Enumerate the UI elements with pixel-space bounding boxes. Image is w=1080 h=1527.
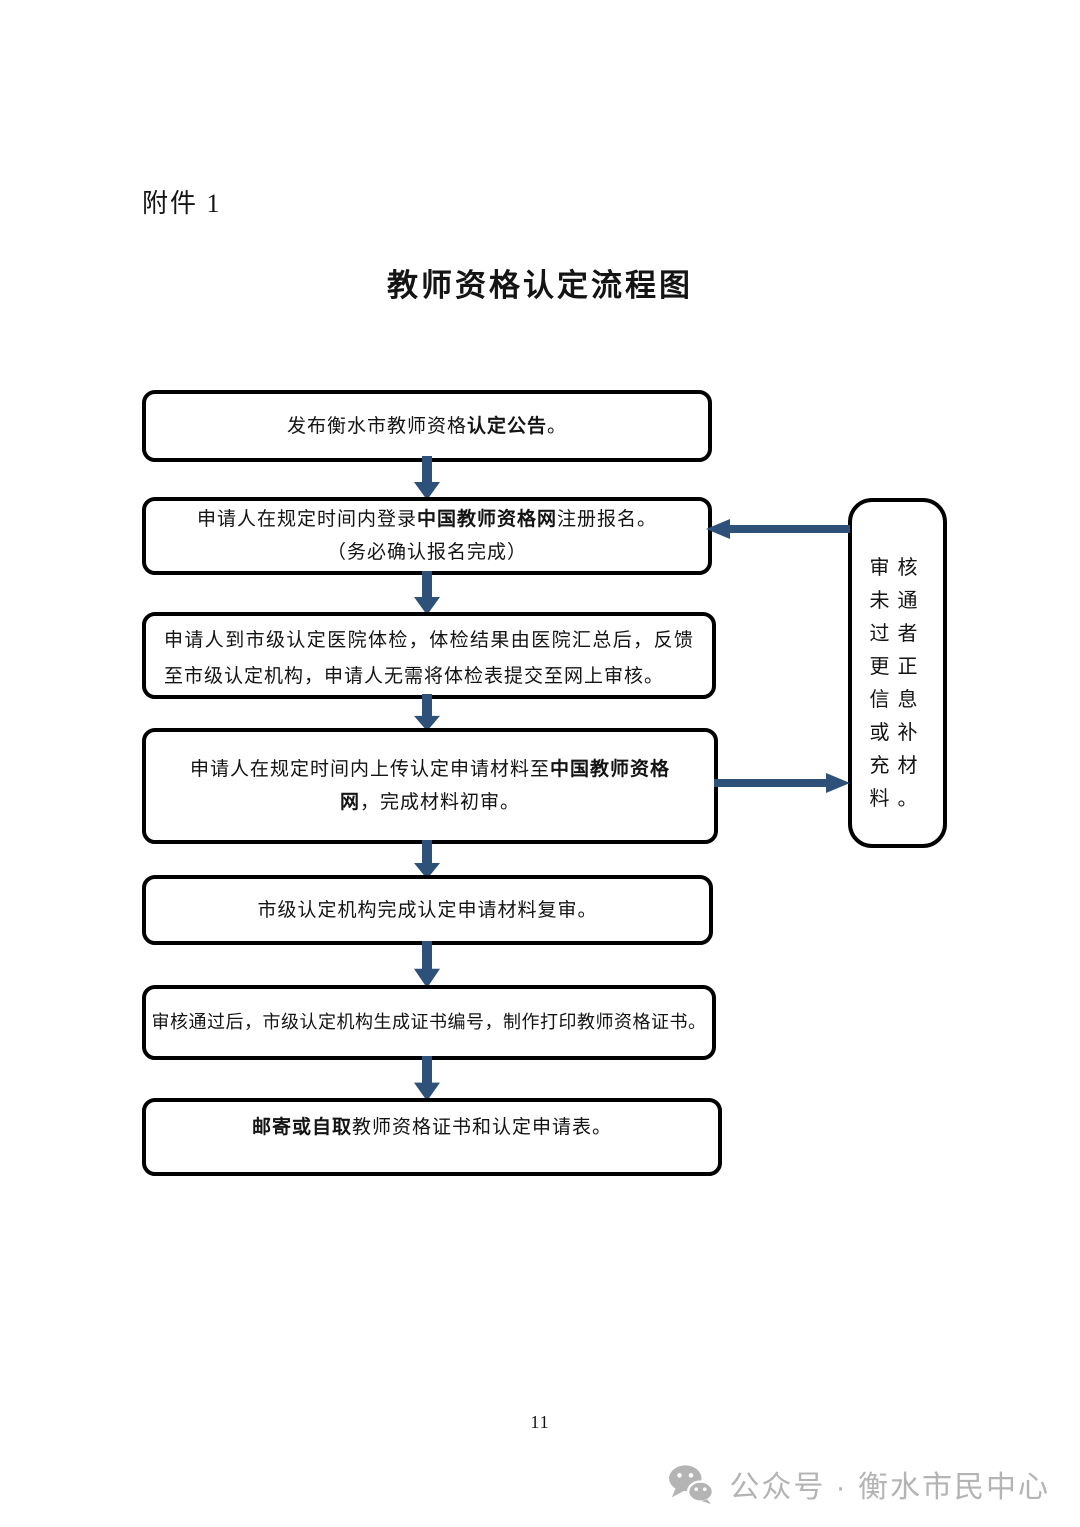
text-segment: 申请人在规定时间内登录 <box>196 509 417 530</box>
step-text-line: 邮寄或自取教师资格证书和认定申请表。 <box>146 1111 718 1144</box>
step-upload-materials: 申请人在规定时间内上传认定申请材料至中国教师资格网，完成材料初审。 <box>142 728 718 844</box>
text-segment: 申请人在规定时间内上传认定申请材料至 <box>189 759 550 780</box>
step-text-line: 市级认定机构完成认定申请材料复审。 <box>146 894 709 927</box>
down-arrow-icon <box>414 694 440 731</box>
watermark-text: 公众号 · 衡水市民中心 <box>729 1471 1050 1504</box>
wechat-icon <box>669 1465 715 1504</box>
text-segment: 审核通过后，市级认定机构生成证书编号，制作打印教师资格证书。 <box>151 1012 707 1032</box>
down-arrow-icon <box>414 1056 440 1101</box>
down-arrow-icon <box>414 571 440 615</box>
step-register-online: 申请人在规定时间内登录中国教师资格网注册报名。 （务必确认报名完成） <box>142 497 712 575</box>
right-arrow-icon <box>714 773 850 793</box>
page-title: 教师资格认定流程图 <box>387 268 693 303</box>
down-arrow-icon <box>414 941 440 988</box>
step-municipal-review: 市级认定机构完成认定申请材料复审。 <box>142 875 713 945</box>
step-text-line: 申请人在规定时间内登录中国教师资格网注册报名。 <box>146 503 708 536</box>
step-mail-or-pickup: 邮寄或自取教师资格证书和认定申请表。 <box>142 1098 722 1176</box>
step-text-line: 发布衡水市教师资格认定公告。 <box>146 410 708 443</box>
text-segment: 注册报名。 <box>557 509 658 530</box>
text-segment-bold: 中国教师资格网 <box>339 759 671 813</box>
text-segment: 。 <box>547 415 568 437</box>
text-segment: 申请人到市级认定医院体检，体检结果由医院汇总后，反馈至市级认定机构，申请人无需将… <box>164 630 694 687</box>
step-generate-certificate: 审核通过后，市级认定机构生成证书编号，制作打印教师资格证书。 <box>142 985 716 1060</box>
down-arrow-icon <box>414 456 440 500</box>
attachment-label: 附件 1 <box>142 189 222 218</box>
step-medical-exam: 申请人到市级认定医院体检，体检结果由医院汇总后，反馈至市级认定机构，申请人无需将… <box>142 612 716 699</box>
text-segment: 发布衡水市教师资格 <box>286 415 467 437</box>
text-segment-bold: 邮寄或自取 <box>251 1117 352 1138</box>
left-arrow-icon <box>706 519 850 539</box>
text-segment-bold: 中国教师资格网 <box>416 509 557 530</box>
text-segment: ，完成材料初审。 <box>360 792 521 813</box>
correction-note-box: 审核未通过者更正信息或补充材料。 <box>848 498 947 848</box>
down-arrow-icon <box>414 840 440 879</box>
text-segment: 教师资格证书和认定申请表。 <box>352 1117 613 1138</box>
text-segment: 市级认定机构完成认定申请材料复审。 <box>257 899 598 921</box>
step-text-line: 申请人在规定时间内上传认定申请材料至中国教师资格网，完成材料初审。 <box>170 753 690 819</box>
page-number: 11 <box>530 1412 550 1432</box>
correction-note-text: 审核未通过者更正信息或补充材料。 <box>869 557 926 810</box>
text-segment: （务必确认报名完成） <box>326 542 527 563</box>
text-segment-bold: 认定公告 <box>466 415 547 437</box>
watermark: 公众号 · 衡水市民中心 <box>667 1462 1050 1506</box>
step-text-line: （务必确认报名完成） <box>146 536 708 569</box>
step-publish-announcement: 发布衡水市教师资格认定公告。 <box>142 390 712 462</box>
step-text-line: 审核通过后，市级认定机构生成证书编号，制作打印教师资格证书。 <box>146 1006 712 1039</box>
step-text-line: 申请人到市级认定医院体检，体检结果由医院汇总后，反馈至市级认定机构，申请人无需将… <box>164 623 694 695</box>
